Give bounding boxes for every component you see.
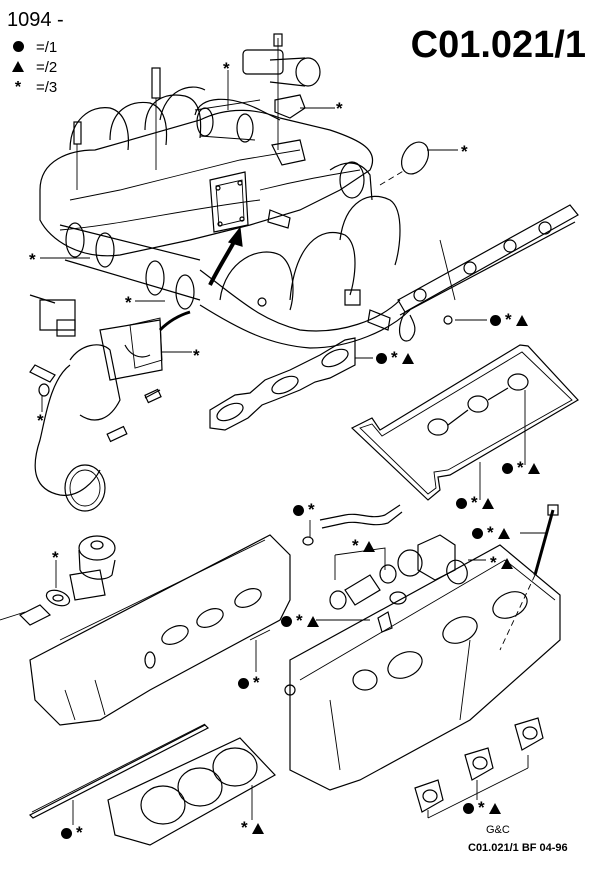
asterisk-icon: *	[505, 310, 512, 329]
legend-label: =/2	[36, 59, 58, 76]
triangle-icon	[527, 462, 540, 474]
asterisk-icon: *	[336, 99, 343, 118]
left-cylinder-head	[29, 534, 291, 726]
callout-dot-star: *	[238, 673, 260, 692]
leader-lines	[40, 70, 486, 672]
dot-icon	[376, 352, 387, 364]
asterisk-icon: *	[37, 411, 44, 430]
asterisk-icon: *	[52, 548, 59, 567]
callout-star-triangle: *	[490, 553, 513, 572]
head-bolt	[499, 504, 559, 651]
dot-icon	[10, 40, 26, 56]
dot-icon	[502, 462, 513, 474]
asterisk-icon: *	[478, 798, 485, 817]
asterisk-icon: *	[490, 553, 497, 572]
callout-dot-star: *	[61, 823, 83, 842]
triangle-icon	[497, 527, 510, 539]
right-cylinder-head	[284, 544, 561, 791]
callout-star: *	[193, 346, 200, 365]
legend-row-dot: =/1	[10, 40, 57, 56]
asterisk-icon: *	[223, 59, 230, 78]
triangle-icon	[481, 497, 494, 509]
intake-gasket	[209, 337, 373, 431]
dot-icon	[238, 677, 249, 689]
dot-icon	[490, 314, 501, 326]
valve-cover-gasket	[350, 344, 579, 501]
asterisk-icon: *	[253, 673, 260, 692]
callout-star-triangle: *	[241, 818, 264, 837]
asterisk-icon: *	[487, 523, 494, 542]
callout-star-triangle: *	[352, 536, 375, 555]
callout-star: *	[223, 59, 230, 78]
callout-star: *	[125, 293, 132, 312]
asterisk-icon: *	[352, 536, 359, 555]
dot-icon	[456, 497, 467, 509]
triangle-icon	[515, 314, 528, 326]
triangle-icon	[251, 822, 264, 834]
callout-dot-star-triangle: *	[490, 310, 528, 329]
asterisk-icon: *	[296, 611, 303, 630]
callout-dot-star-triangle: *	[463, 798, 501, 817]
callout-dot-star: *	[293, 500, 315, 519]
dot-icon	[61, 827, 72, 839]
callout-dot-star-triangle: *	[456, 493, 494, 512]
asterisk-icon: *	[461, 142, 468, 161]
dot-icon	[472, 527, 483, 539]
legend-label: =/3	[36, 79, 58, 96]
idle-valve	[242, 33, 321, 166]
maker-mark: G&C	[486, 824, 510, 836]
callout-dot-star-triangle: *	[376, 348, 414, 367]
figure-number: 1094 -	[7, 9, 64, 31]
callout-star: *	[461, 142, 468, 161]
asterisk-icon: *	[14, 79, 22, 96]
asterisk-icon: *	[241, 818, 248, 837]
callout-star: *	[336, 99, 343, 118]
dot-icon	[463, 802, 474, 814]
triangle-icon	[401, 352, 414, 364]
asterisk-icon: *	[517, 458, 524, 477]
callout-star: *	[29, 250, 36, 269]
triangle-icon	[488, 802, 501, 814]
callout-dot-star-triangle: *	[281, 611, 319, 630]
air-hoses	[59, 98, 411, 349]
legend-label: =/1	[36, 39, 58, 56]
asterisk-icon: *	[391, 348, 398, 367]
callout-star: *	[52, 548, 59, 567]
bolts-and-sensors	[29, 67, 391, 443]
triangle-icon	[500, 557, 513, 569]
asterisk-icon: *	[125, 293, 132, 312]
egr-valve	[0, 535, 116, 626]
lower-manifold	[219, 161, 401, 311]
asterisk-icon: *	[76, 823, 83, 842]
asterisk-icon: *	[308, 500, 315, 519]
exhaust-gaskets	[414, 717, 544, 819]
triangle-icon	[306, 615, 319, 627]
triangle-icon	[362, 540, 375, 552]
triangle-icon	[10, 60, 26, 76]
intake-manifold	[39, 86, 374, 257]
thermostat-housing	[302, 504, 468, 633]
throttle-body	[34, 317, 192, 512]
page-code: C01.021/1	[410, 24, 586, 66]
asterisk-icon: *	[471, 493, 478, 512]
o-ring	[400, 141, 430, 175]
callout-dot-star-triangle: *	[502, 458, 540, 477]
head-gaskets	[28, 723, 276, 846]
asterisk-icon: *	[29, 250, 36, 269]
fuel-rail	[397, 204, 579, 342]
footer-code: C01.021/1 BF 04-96	[468, 842, 568, 854]
dot-icon	[281, 615, 292, 627]
legend-row-asterisk: * =/3	[10, 80, 57, 96]
legend-row-triangle: =/2	[10, 60, 57, 76]
asterisk-icon: *	[193, 346, 200, 365]
callout-dot-star-triangle: *	[472, 523, 510, 542]
callout-star: *	[37, 411, 44, 430]
dot-icon	[293, 504, 304, 516]
